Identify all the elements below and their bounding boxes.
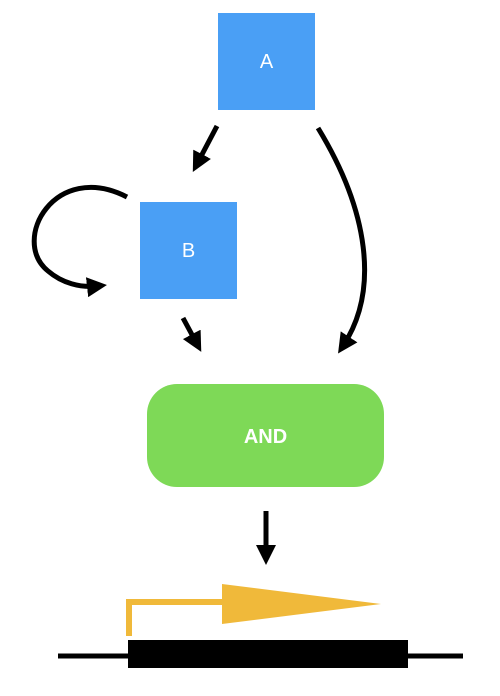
arrow-b-self-loop <box>31 185 129 298</box>
arrow-a-to-b <box>192 124 220 172</box>
promoter-arrowhead <box>222 584 381 624</box>
and-gate-label: AND <box>244 426 287 448</box>
gene-dna <box>58 640 463 668</box>
and-gate-box <box>147 384 384 487</box>
arrow-a-to-and <box>315 126 368 354</box>
node-a-label: A <box>260 51 274 73</box>
gene-body <box>128 640 408 668</box>
node-b-label: B <box>182 240 195 262</box>
promoter-arrow-icon <box>126 584 381 636</box>
arrow-b-to-and <box>180 316 202 352</box>
node-b: B <box>140 202 237 299</box>
node-b-box <box>140 202 237 299</box>
and-gate: AND <box>147 384 384 487</box>
node-a-box <box>218 13 315 110</box>
node-a: A <box>218 13 315 110</box>
promoter-stem <box>126 599 228 636</box>
